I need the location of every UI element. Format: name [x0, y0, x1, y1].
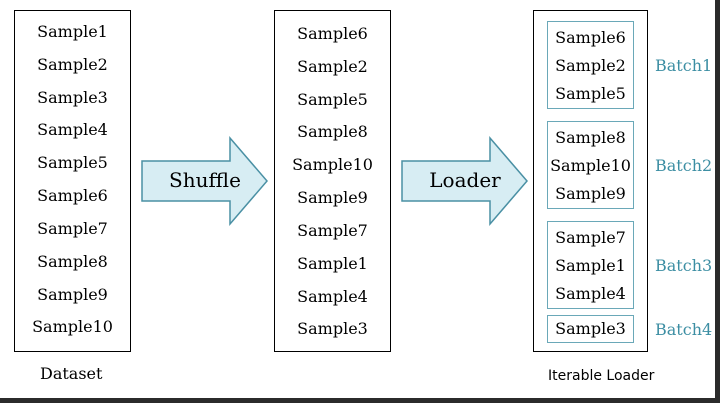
- loader-arrow: [401, 136, 528, 226]
- shuffled-item: Sample3: [297, 319, 368, 338]
- shuffled-item: Sample1: [297, 254, 368, 273]
- dataset-item: Sample7: [37, 219, 108, 238]
- loader-label: Loader: [429, 168, 501, 192]
- dataset-item: Sample3: [37, 88, 108, 107]
- shuffled-item: Sample9: [297, 188, 368, 207]
- batch-box-1: Sample6 Sample2 Sample5: [547, 21, 634, 109]
- batch-item: Sample1: [555, 256, 626, 275]
- batch-item: Sample2: [555, 56, 626, 75]
- shuffled-item: Sample7: [297, 221, 368, 240]
- batch-item: Sample9: [555, 184, 626, 203]
- batch-item: Sample5: [555, 84, 626, 103]
- dataset-item: Sample1: [37, 22, 108, 41]
- dataset-box: Sample1 Sample2 Sample3 Sample4 Sample5 …: [14, 10, 131, 352]
- shuffle-label: Shuffle: [169, 168, 241, 192]
- dataset-item: Sample8: [37, 252, 108, 271]
- dataset-item: Sample6: [37, 186, 108, 205]
- shuffled-item: Sample8: [297, 122, 368, 141]
- batch-item: Sample8: [555, 128, 626, 147]
- batch-box-3: Sample7 Sample1 Sample4: [547, 221, 634, 309]
- iterable-loader-box: Sample6 Sample2 Sample5 Sample8 Sample10…: [533, 10, 648, 352]
- dataset-item: Sample2: [37, 55, 108, 74]
- shuffle-arrow: [141, 136, 268, 226]
- batch-item: Sample10: [550, 156, 631, 175]
- dataset-item: Sample10: [32, 317, 113, 336]
- batch-box-2: Sample8 Sample10 Sample9: [547, 121, 634, 209]
- shuffled-item: Sample2: [297, 57, 368, 76]
- shuffled-item: Sample5: [297, 90, 368, 109]
- batch-box-4: Sample3: [547, 315, 634, 343]
- batch-label-2: Batch2: [655, 156, 713, 175]
- batch-label-3: Batch3: [655, 256, 713, 275]
- dataset-item: Sample5: [37, 153, 108, 172]
- dataset-caption: Dataset: [40, 364, 103, 383]
- shuffled-item: Sample6: [297, 24, 368, 43]
- shuffled-item: Sample4: [297, 287, 368, 306]
- batch-label-1: Batch1: [655, 56, 713, 75]
- batch-label-4: Batch4: [655, 320, 713, 339]
- shuffled-item: Sample10: [292, 155, 373, 174]
- batch-item: Sample7: [555, 228, 626, 247]
- shuffled-box: Sample6 Sample2 Sample5 Sample8 Sample10…: [274, 10, 391, 352]
- batch-item: Sample3: [555, 319, 626, 338]
- batch-item: Sample6: [555, 28, 626, 47]
- dataset-item: Sample4: [37, 120, 108, 139]
- dataset-item: Sample9: [37, 285, 108, 304]
- iterable-loader-caption: Iterable Loader: [548, 368, 655, 384]
- batch-item: Sample4: [555, 284, 626, 303]
